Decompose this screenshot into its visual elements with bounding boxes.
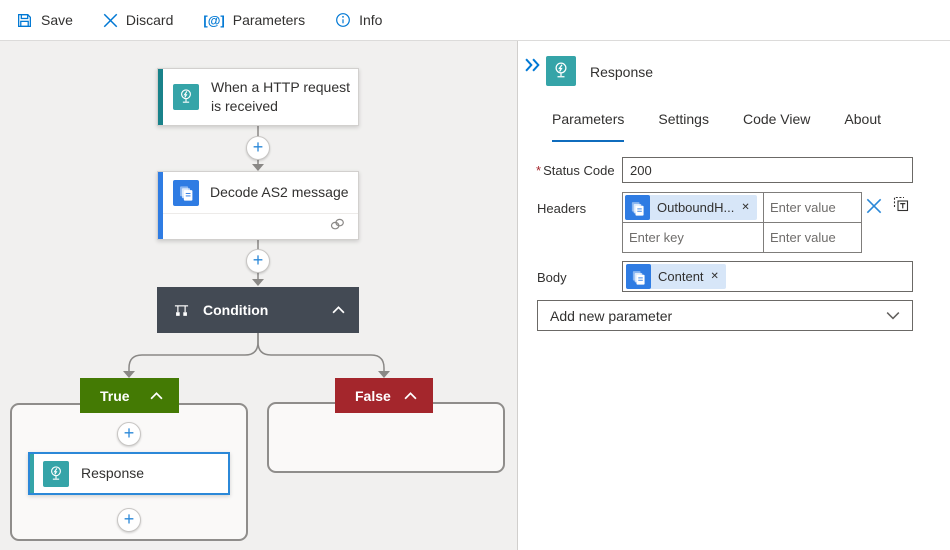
headers-value-cell-2[interactable]: Enter value <box>764 223 862 253</box>
condition-collapse-chevron-icon[interactable] <box>332 306 345 314</box>
panel-tabs: Parameters Settings Code View About <box>518 111 950 142</box>
action-details-panel: Response Parameters Settings Code View A… <box>518 41 950 550</box>
tab-about[interactable]: About <box>844 111 881 127</box>
headers-key-cell-2[interactable]: Enter key <box>623 223 764 253</box>
body-input[interactable]: Content ✕ <box>622 261 913 292</box>
workflow-canvas[interactable]: When a HTTP request is received + Decode… <box>0 41 518 550</box>
status-code-label: *Status Code <box>536 163 615 178</box>
tab-parameters[interactable]: Parameters <box>552 111 625 142</box>
trigger-node-http-request[interactable]: When a HTTP request is received <box>157 68 359 126</box>
info-label: Info <box>359 12 383 28</box>
token-label: Content <box>658 269 704 284</box>
content-token[interactable]: Content ✕ <box>626 264 726 289</box>
panel-response-icon <box>546 56 576 86</box>
trigger-accent-bar <box>158 69 163 125</box>
headers-grid: OutboundH... ✕ Enter value Enter key Ent… <box>622 192 862 253</box>
token-document-icon <box>625 195 650 220</box>
chevron-down-icon <box>886 311 900 320</box>
headers-value-cell-1[interactable]: Enter value <box>764 193 862 223</box>
condition-node[interactable]: Condition <box>157 287 359 333</box>
discard-label: Discard <box>125 12 174 28</box>
info-button[interactable]: Info <box>335 12 382 28</box>
token-remove-icon[interactable]: ✕ <box>741 202 750 213</box>
outbound-headers-token[interactable]: OutboundH... ✕ <box>625 195 757 220</box>
save-icon <box>16 12 33 29</box>
response-node-title: Response <box>81 465 145 482</box>
http-request-icon <box>173 84 199 110</box>
action-node-decode-as2[interactable]: Decode AS2 message <box>157 171 359 240</box>
true-collapse-chevron-icon[interactable] <box>150 391 163 400</box>
false-collapse-chevron-icon[interactable] <box>404 391 417 400</box>
discard-button[interactable]: Discard <box>103 12 173 28</box>
trigger-title: When a HTTP request is received <box>211 79 351 114</box>
token-document-icon <box>626 264 651 289</box>
false-branch-container[interactable] <box>267 402 505 473</box>
tab-code-view[interactable]: Code View <box>742 111 811 127</box>
decode-as2-icon <box>173 179 199 206</box>
false-branch-badge[interactable]: False <box>335 378 433 413</box>
add-new-parameter-label: Add new parameter <box>550 307 673 324</box>
connection-link-icon[interactable] <box>329 217 346 236</box>
decode-accent-bar <box>158 172 163 239</box>
decode-title: Decode AS2 message <box>210 184 349 201</box>
panel-title: Response <box>590 64 654 80</box>
save-button[interactable]: Save <box>16 12 73 29</box>
headers-label: Headers <box>537 201 587 216</box>
status-code-input[interactable]: 200 <box>622 157 913 183</box>
required-marker: * <box>536 163 542 178</box>
condition-title: Condition <box>203 301 269 318</box>
collapse-panel-icon[interactable] <box>524 58 541 77</box>
insert-step-button-1[interactable]: + <box>246 136 270 160</box>
insert-step-button-true-2[interactable]: + <box>117 508 141 532</box>
parameters-label: Parameters <box>232 12 306 28</box>
condition-icon <box>173 302 190 318</box>
false-branch-label: False <box>355 387 391 404</box>
headers-text-mode-icon[interactable] <box>891 194 911 214</box>
discard-icon <box>103 13 118 28</box>
save-label: Save <box>41 12 73 28</box>
insert-step-button-2[interactable]: + <box>246 249 270 273</box>
body-label: Body <box>537 270 567 285</box>
designer-toolbar: Save Discard [@] Parameters Info <box>0 0 950 41</box>
response-node-selected[interactable]: Response <box>28 452 230 495</box>
true-branch-label: True <box>100 387 130 404</box>
tab-settings[interactable]: Settings <box>658 111 709 127</box>
add-new-parameter-dropdown[interactable]: Add new parameter <box>537 300 913 331</box>
parameters-icon: [@] <box>203 12 225 28</box>
true-branch-badge[interactable]: True <box>80 378 179 413</box>
headers-key-cell-1[interactable]: OutboundH... ✕ <box>623 193 764 223</box>
insert-step-button-true-1[interactable]: + <box>117 422 141 446</box>
headers-delete-icon[interactable] <box>864 196 884 216</box>
parameters-button[interactable]: [@] Parameters <box>203 12 305 28</box>
response-node-icon <box>43 460 69 487</box>
token-label: OutboundH... <box>657 200 735 215</box>
response-accent-bar <box>30 454 34 493</box>
info-icon <box>335 12 351 28</box>
token-remove-icon[interactable]: ✕ <box>710 271 719 282</box>
